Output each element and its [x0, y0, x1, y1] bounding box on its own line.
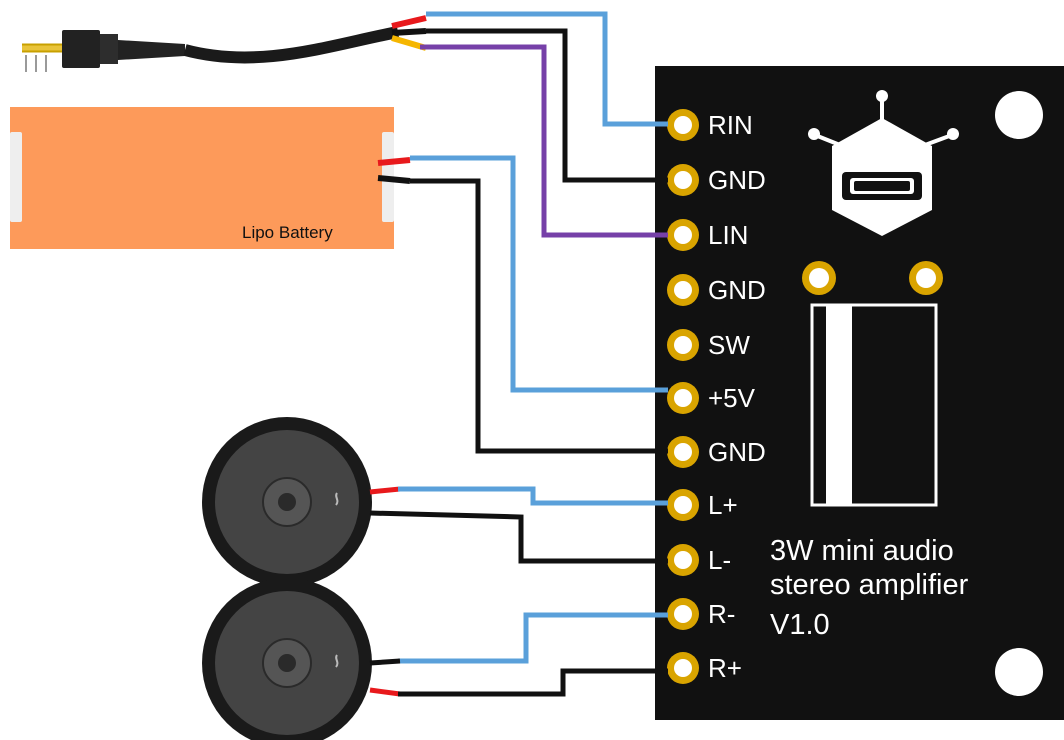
- board-title-line2: stereo amplifier: [770, 569, 969, 601]
- lipo-battery: Lipo Battery: [10, 107, 394, 249]
- pin-hole-6: [674, 443, 692, 461]
- pin-label: L-: [708, 545, 731, 575]
- wire-r-plus: [398, 668, 668, 697]
- battery-label: Lipo Battery: [242, 223, 333, 242]
- switch-component: [802, 261, 943, 507]
- pin-label: L+: [708, 490, 738, 520]
- wire-rin: [426, 11, 668, 127]
- pin-label: R+: [708, 653, 742, 683]
- pin-label: SW: [708, 330, 750, 360]
- wire-gnd-battery: [410, 178, 668, 454]
- pin-header: RIN GND LIN GND SW +5V GND L+ L- R- R+: [667, 109, 766, 684]
- pin-hole-9: [674, 605, 692, 623]
- mounting-hole-top: [995, 91, 1043, 139]
- pin-hole-7: [674, 496, 692, 514]
- pin-hole-5: [674, 389, 692, 407]
- pin-label: RIN: [708, 110, 753, 140]
- wire-l-plus: [398, 486, 668, 506]
- wire-5v: [410, 155, 668, 393]
- pin-hole-3: [674, 281, 692, 299]
- pin-hole-4: [674, 336, 692, 354]
- pin-label: GND: [708, 275, 766, 305]
- pin-label: GND: [708, 165, 766, 195]
- pin-hole-10: [674, 659, 692, 677]
- amplifier-board: 3W mini audio stereo amplifier V1.0 RIN G…: [655, 66, 1064, 720]
- pin-label: R-: [708, 599, 735, 629]
- robot-logo-icon: [808, 90, 959, 236]
- board-title-line1: 3W mini audio: [770, 535, 954, 567]
- wire-gnd-audio: [426, 28, 668, 183]
- wire-r-minus: [398, 612, 668, 664]
- pin-label: +5V: [708, 383, 756, 413]
- wire-l-minus: [369, 510, 668, 564]
- wire-lin: [420, 44, 668, 238]
- pin-hole-0: [674, 116, 692, 134]
- pin-label: GND: [708, 437, 766, 467]
- mounting-hole-bottom: [995, 648, 1043, 696]
- pin-hole-1: [674, 171, 692, 189]
- speaker-icon: [202, 417, 372, 587]
- pin-hole-8: [674, 551, 692, 569]
- audio-plug-icon: [22, 26, 400, 72]
- pin-hole-2: [674, 226, 692, 244]
- board-title-line3: V1.0: [770, 609, 830, 641]
- wires: [369, 11, 668, 697]
- speaker-icon: [202, 578, 372, 740]
- pin-label: LIN: [708, 220, 748, 250]
